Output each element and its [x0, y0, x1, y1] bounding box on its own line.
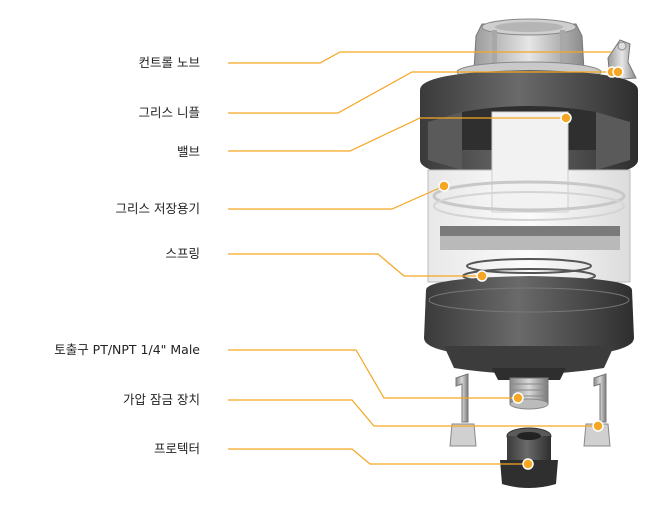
label-grease-reservoir: 그리스 저장용기 — [115, 201, 200, 216]
leader-line-grease-nipple — [228, 71, 612, 114]
marker-pressure-lock — [592, 420, 604, 432]
leader-markers — [438, 66, 624, 470]
leader-line-grease-reservoir — [228, 185, 445, 210]
label-valve: 밸브 — [176, 144, 200, 159]
leader-line-pressure-lock — [228, 399, 598, 427]
outlet-part — [509, 377, 549, 410]
leader-line-spring — [228, 253, 482, 277]
marker-outlet — [512, 392, 524, 404]
leader-line-valve — [228, 117, 566, 152]
marker-protector — [522, 458, 534, 470]
marker-grease-reservoir — [438, 180, 450, 192]
label-spring: 스프링 — [165, 246, 200, 261]
label-protector: 프로텍터 — [153, 441, 200, 456]
grease-reservoir-part — [427, 111, 631, 283]
label-outlet: 토출구 PT/NPT 1/4" Male — [54, 342, 200, 357]
leader-lines — [228, 51, 612, 465]
leader-line-outlet — [228, 349, 518, 399]
leader-line-protector — [228, 448, 528, 465]
label-grease-nipple: 그리스 니플 — [138, 105, 200, 120]
label-pressure-lock: 가압 잠금 장치 — [123, 392, 200, 407]
protector-part — [500, 427, 558, 488]
marker-spring — [476, 270, 488, 282]
marker-valve — [560, 112, 572, 124]
label-control-knob: 컨트롤 노브 — [138, 55, 200, 70]
lower-housing-part — [424, 276, 634, 380]
marker-grease-nipple — [612, 66, 624, 78]
leader-line-control-knob — [228, 51, 612, 64]
